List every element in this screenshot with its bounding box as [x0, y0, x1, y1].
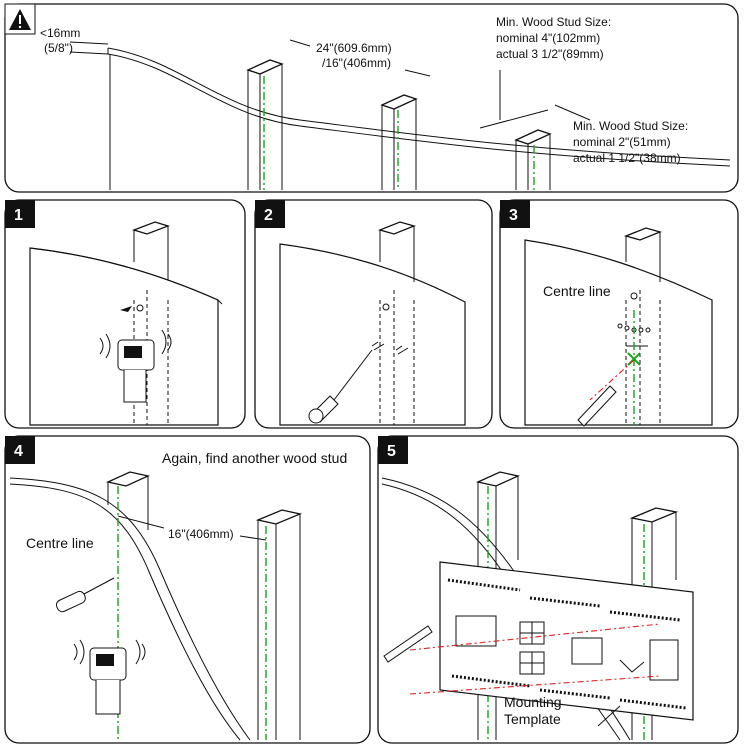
dim-spacing-16-label: /16"(406mm)	[322, 56, 391, 70]
screwdriver-icon	[308, 349, 373, 424]
step-1-panel: 1	[4, 199, 246, 429]
warning-icon	[4, 3, 36, 35]
dim-drywall-label: <16mm	[40, 26, 80, 40]
screwdriver-icon	[55, 577, 115, 613]
step-4-caption: Again, find another wood stud	[162, 450, 347, 466]
stud-2in-nominal: nominal 2"(51mm)	[573, 135, 671, 149]
step-3-panel: 3 Centre line	[499, 199, 739, 429]
drywall-sheet	[107, 47, 731, 190]
step-3-number: 3	[509, 207, 518, 224]
dim-drywall-frac-label: (5/8")	[44, 41, 73, 55]
stud-finder-icon	[73, 639, 146, 715]
stud-2in-actual: actual 1 1/2"(38mm)	[573, 151, 681, 165]
step-4-number: 4	[14, 443, 23, 460]
step-5-template-label-2: Template	[504, 711, 561, 727]
marked-holes	[617, 323, 651, 333]
step-4-panel: 4 Again, find another wood stud Centre l…	[4, 435, 371, 744]
step-4-centre-line-label: Centre line	[26, 535, 94, 551]
step-5-panel: 5 Mounting Template	[377, 435, 739, 744]
stud-2in-title: Min. Wood Stud Size:	[573, 119, 688, 133]
pencil-icon	[577, 385, 617, 427]
step-1-number: 1	[14, 207, 23, 224]
step-5-number: 5	[387, 443, 396, 460]
step-4-spacing-label: 16"(406mm)	[168, 527, 234, 541]
stud-4in-title: Min. Wood Stud Size:	[496, 15, 611, 29]
stud-3	[514, 129, 552, 190]
step-2-number: 2	[264, 207, 273, 224]
stud-4in-actual: actual 3 1/2"(89mm)	[496, 47, 604, 61]
stud-finder-icon	[99, 329, 172, 403]
step-5-template-label-1: Mounting	[504, 694, 562, 710]
stud-2	[380, 94, 418, 190]
top-panel: <16mm (5/8") 24"(609.6mm) /16"(406mm) Mi…	[4, 3, 739, 193]
dim-spacing-24-label: 24"(609.6mm)	[316, 41, 392, 55]
pencil-icon	[383, 625, 433, 663]
stud-1	[246, 59, 284, 190]
step-3-centre-line-label: Centre line	[543, 283, 611, 299]
stud-4in-nominal: nominal 4"(102mm)	[496, 31, 600, 45]
step-2-panel: 2	[254, 199, 493, 429]
